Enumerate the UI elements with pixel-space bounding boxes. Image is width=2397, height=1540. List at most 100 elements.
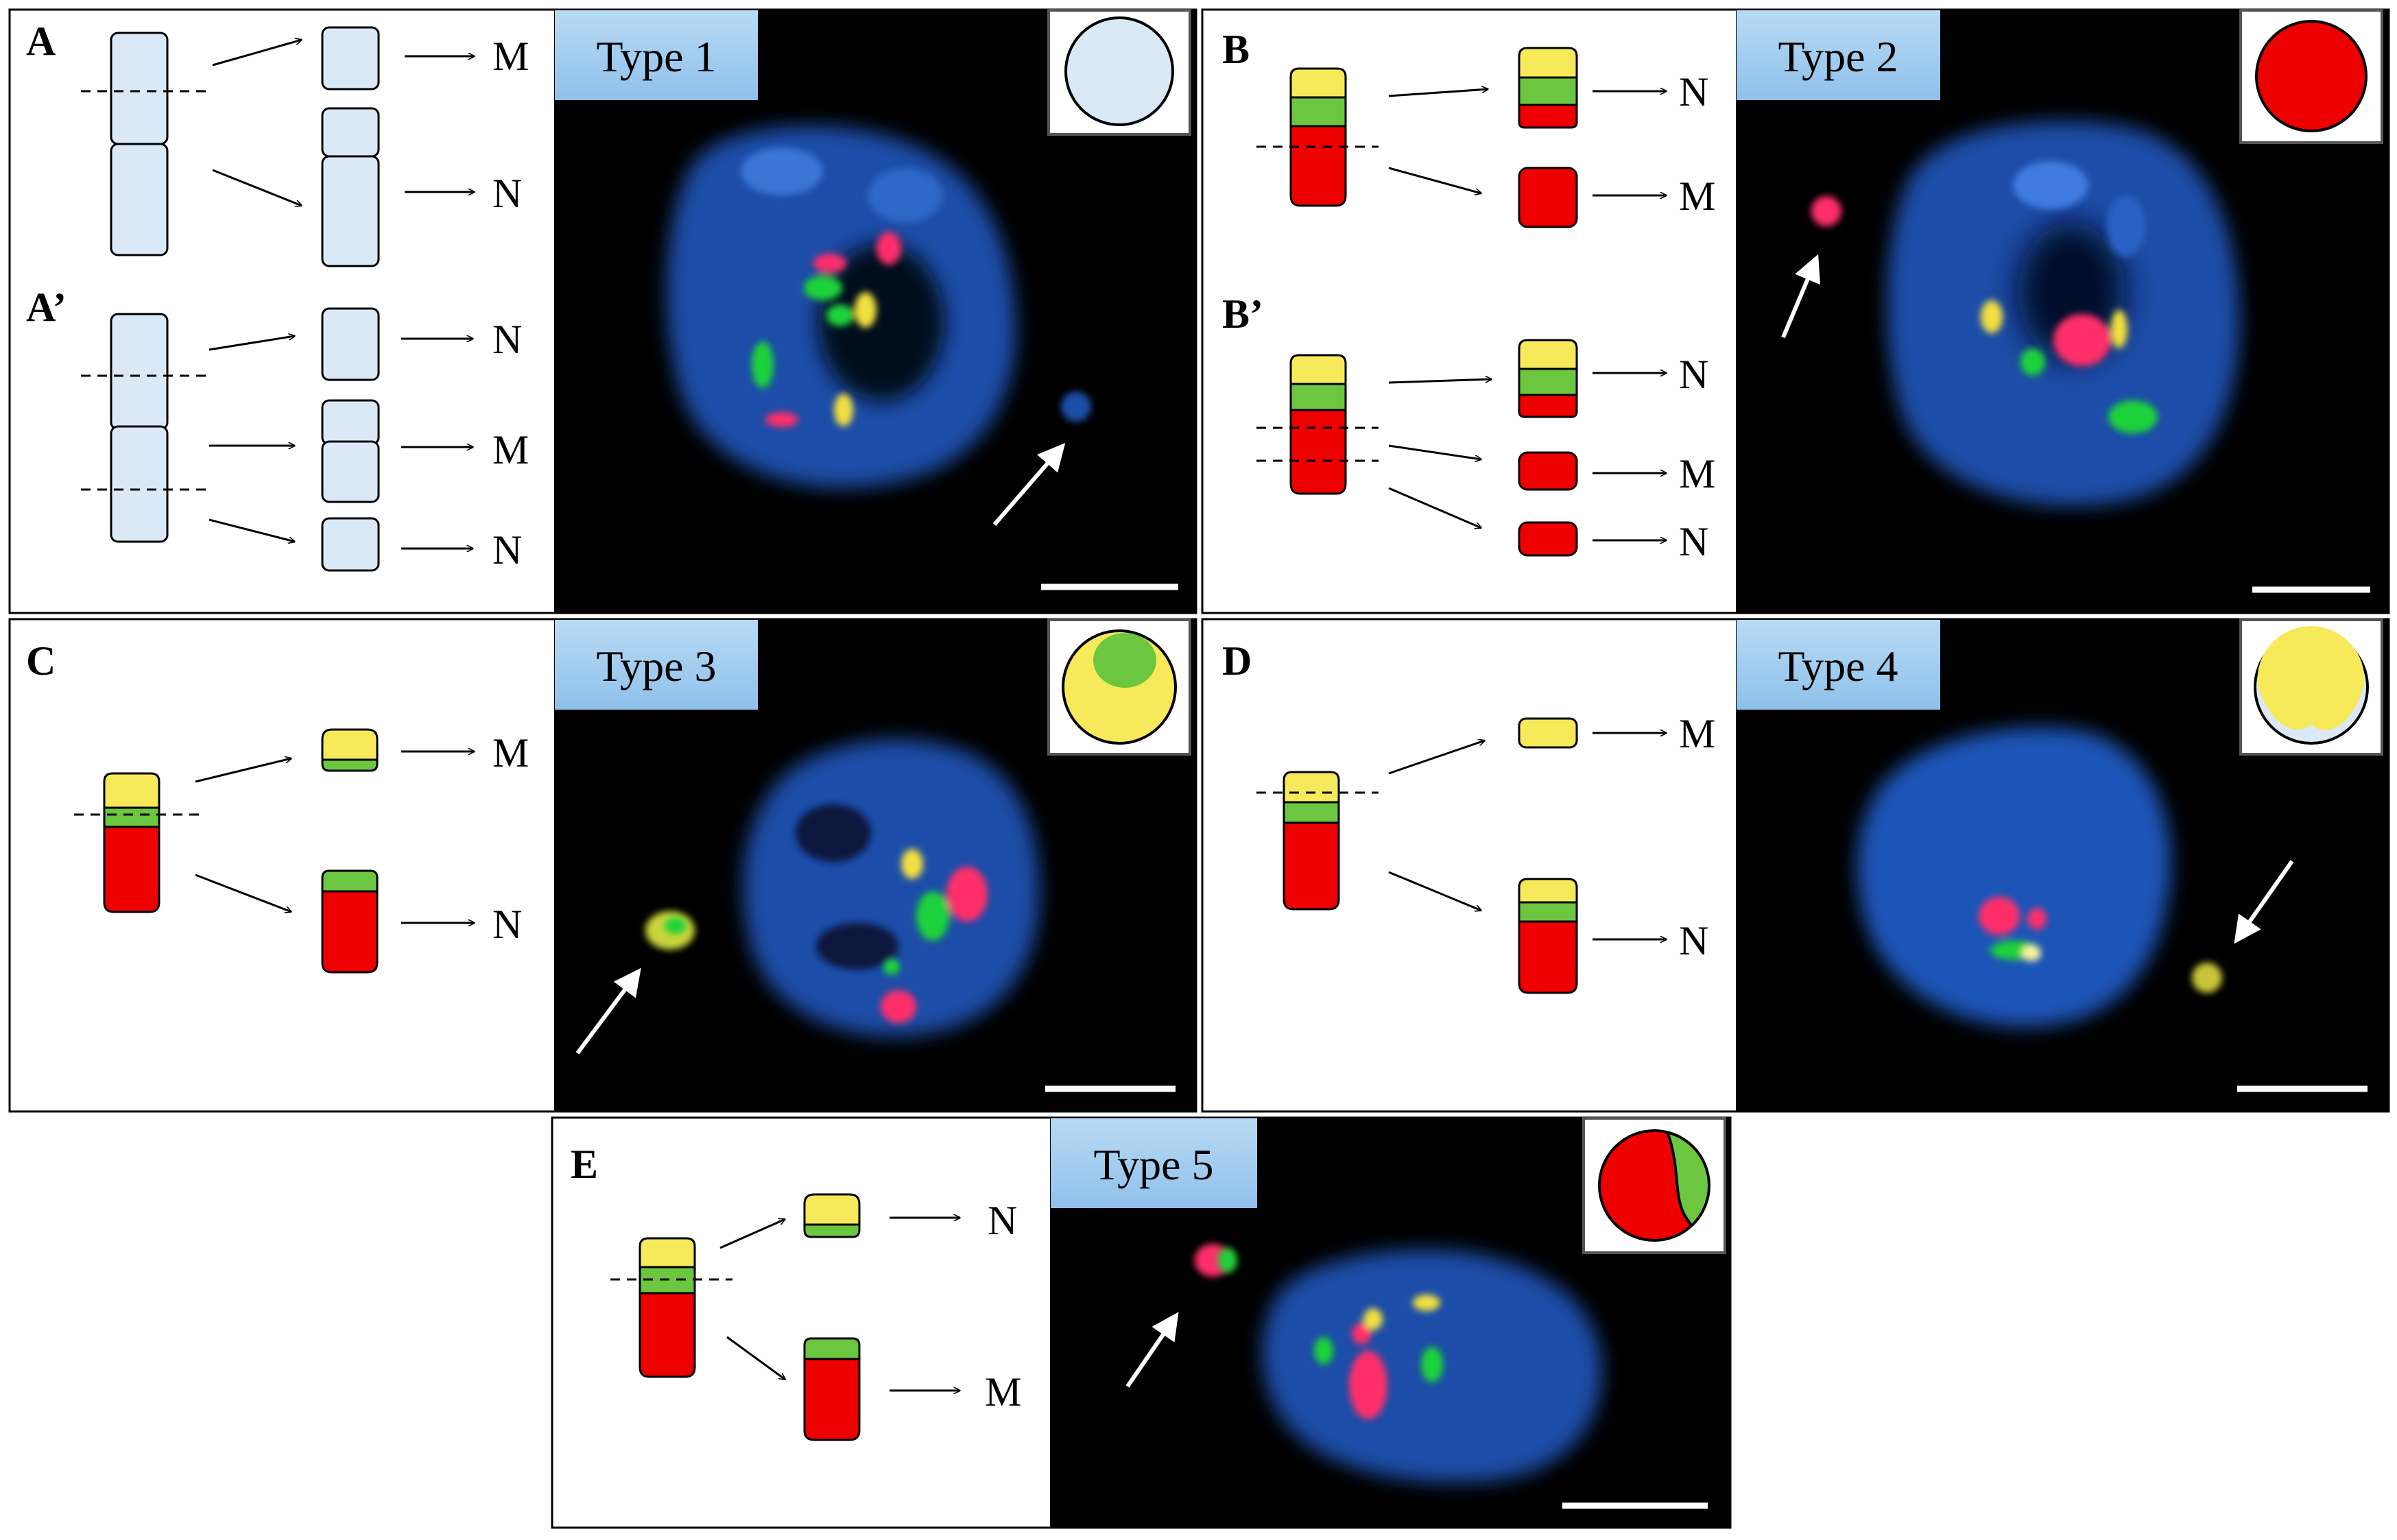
type-label-box xyxy=(1737,620,1940,710)
diagram-b xyxy=(1289,47,1578,228)
arrow xyxy=(1388,444,1481,459)
chromosome-fragment xyxy=(321,155,380,267)
chromosome-yellow-arm xyxy=(639,1237,696,1268)
arrow xyxy=(195,758,291,783)
micronucleus xyxy=(1061,392,1091,422)
chromosome-fragment xyxy=(321,440,380,503)
diagram-b-arrows xyxy=(1388,89,1667,195)
fragment-yellow xyxy=(1518,339,1578,370)
arrow xyxy=(719,1219,785,1249)
arrow xyxy=(212,40,302,67)
fish-signals-e xyxy=(1314,1295,1443,1419)
diagram-a-prime xyxy=(110,307,380,572)
panel-letter: A xyxy=(26,19,56,64)
outcome-label: N xyxy=(492,317,522,362)
arrow xyxy=(726,1336,785,1380)
inset-type5 xyxy=(1582,1117,1726,1254)
arrow xyxy=(1388,89,1488,97)
panel-letter: C xyxy=(26,638,56,684)
outcome-label: M xyxy=(985,1369,1021,1415)
fragment-yellow xyxy=(1518,717,1578,749)
outcome-label: N xyxy=(1679,69,1708,115)
fish-signals-b xyxy=(1981,300,2158,433)
fish-signals-c xyxy=(881,849,988,1023)
panel-sub-letter: A’ xyxy=(26,285,67,330)
fish-signals-a xyxy=(752,232,901,427)
fragment-red xyxy=(1518,167,1578,228)
outcome-label: N xyxy=(492,902,522,947)
micronucleus xyxy=(2192,963,2222,993)
micronucleus xyxy=(1811,196,1841,226)
panel-b: B B’ N M N M N xyxy=(1201,8,2390,614)
chromosome-green-band xyxy=(1289,96,1347,128)
fragment-red xyxy=(1518,451,1578,491)
chromosome-red-body xyxy=(639,1292,696,1378)
chromosome-red-body xyxy=(1283,821,1340,911)
inset-type1 xyxy=(1047,9,1191,136)
fish-signals-d xyxy=(1979,897,2047,961)
chromosome-yellow-arm xyxy=(103,772,160,809)
arrow xyxy=(1388,487,1481,528)
nucleus-b xyxy=(1887,121,2240,506)
micronucleus-green xyxy=(665,917,687,934)
arrow xyxy=(1388,379,1492,384)
panel-e: E N M Type 5 xyxy=(551,1116,1732,1529)
fragment-yellow xyxy=(1518,47,1578,79)
diagram-a-arrows xyxy=(212,40,475,206)
arrow xyxy=(1388,167,1481,193)
fragment-yellow xyxy=(803,1193,861,1226)
chromosome-fragment xyxy=(321,107,380,158)
chromosome xyxy=(110,143,169,256)
outcome-label: M xyxy=(1679,711,1715,756)
arrow xyxy=(1388,741,1485,775)
panel-letter: B xyxy=(1222,27,1250,72)
diagram-b-prime xyxy=(1289,339,1578,557)
fragment-green xyxy=(803,1337,861,1360)
type-label-box xyxy=(555,620,758,710)
micronucleus-arrow xyxy=(1125,1312,1179,1388)
micronucleus-arrow xyxy=(992,442,1066,526)
fragment-yellow xyxy=(321,728,379,761)
chromosome-yellow-arm xyxy=(1289,354,1347,385)
arrow xyxy=(195,874,291,912)
outcome-label: M xyxy=(492,34,529,79)
panel-letter: D xyxy=(1222,638,1252,684)
chromosome-green-band xyxy=(1283,801,1340,824)
type-label-box xyxy=(1737,10,1940,100)
chromosome-fragment xyxy=(321,399,380,446)
fragment-green xyxy=(803,1223,861,1238)
inset-type2 xyxy=(2239,9,2383,144)
micronucleus-green xyxy=(1218,1248,1237,1273)
chromosome-red-body xyxy=(1289,409,1347,495)
arrow xyxy=(208,336,295,351)
micronucleus-arrow xyxy=(1781,254,1821,339)
outcome-label: N xyxy=(1679,918,1708,963)
outcome-label: M xyxy=(1679,451,1715,496)
fragment-green xyxy=(1518,368,1578,396)
fragment-red xyxy=(1518,104,1578,129)
diagram-c xyxy=(103,728,379,974)
fragment-red xyxy=(1518,394,1578,418)
outcome-label: M xyxy=(1679,173,1715,219)
diagram-e xyxy=(639,1193,861,1441)
panel-d: D M N Type 4 xyxy=(1201,618,2390,1113)
arrow xyxy=(212,169,302,206)
outcome-label: N xyxy=(988,1198,1017,1243)
type-label: Type 4 xyxy=(1778,642,1898,690)
diagram-b-prime-arrows xyxy=(1388,373,1667,540)
fragment-green xyxy=(321,758,379,772)
nucleus-c xyxy=(743,739,1040,1037)
fragment-red xyxy=(1518,920,1578,994)
diagram-a-prime-arrows xyxy=(208,336,473,549)
chromosome-yellow-arm xyxy=(1283,771,1340,804)
chromosome xyxy=(110,313,169,431)
chromosome-red-body xyxy=(103,826,160,913)
fragment-yellow xyxy=(1518,878,1578,904)
type-label-box xyxy=(1051,1118,1257,1208)
type-label: Type 2 xyxy=(1778,32,1898,81)
type-label: Type 3 xyxy=(596,642,716,690)
diagram-d xyxy=(1283,717,1578,994)
outcome-label: N xyxy=(1679,519,1708,564)
fragment-red xyxy=(1518,521,1578,557)
panel-letter: E xyxy=(571,1142,598,1187)
